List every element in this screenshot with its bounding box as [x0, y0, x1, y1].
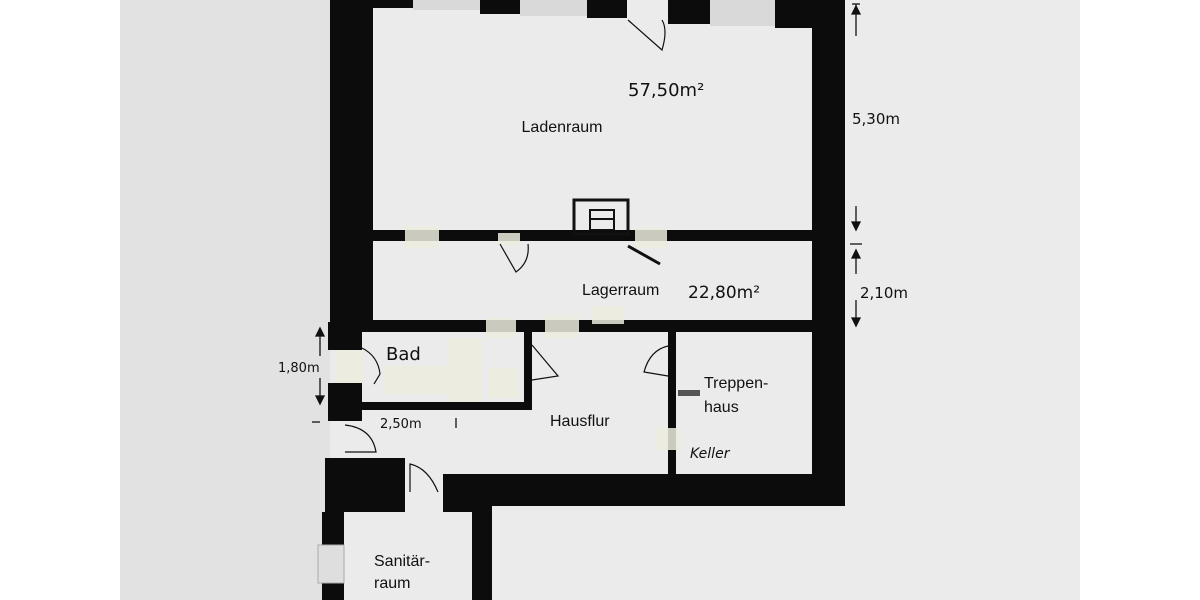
wall-bad-bottom	[362, 402, 532, 410]
door-laden-lager	[499, 243, 529, 273]
room-label-lagerraum: Lagerraum	[582, 282, 659, 299]
tape-9	[656, 428, 680, 450]
outer-wall-bottom-left	[325, 458, 405, 512]
outer-wall-left-upper	[330, 0, 373, 322]
outer-wall-top-a	[373, 0, 413, 8]
room-label-hausflur: Hausflur	[550, 413, 610, 430]
wall-stub-bottom	[443, 488, 473, 512]
stair-marker	[678, 390, 700, 396]
area-label-ladenraum: 57,50m²	[628, 80, 704, 101]
tape-2	[635, 228, 667, 248]
room-label-sanitaer-2: raum	[374, 575, 410, 592]
door-bad	[531, 344, 560, 381]
outer-wall-top-c	[587, 0, 627, 18]
tape-8	[384, 366, 478, 394]
door-top	[627, 19, 666, 52]
outer-wall-left-lower	[328, 383, 362, 421]
wall-treppenhaus	[668, 332, 676, 474]
room-label-treppenhaus-2: haus	[704, 399, 739, 416]
tape-4	[545, 316, 579, 338]
wall-sanitaer-right	[472, 506, 492, 600]
window-top-1	[413, 0, 480, 10]
room-label-treppenhaus-1: Treppen-	[704, 375, 768, 392]
oven-symbol	[572, 198, 630, 236]
room-label-sanitaer-1: Sanitär-	[374, 553, 430, 570]
tape-11	[498, 233, 520, 245]
outer-wall-top-d	[668, 0, 710, 24]
window-top-2	[520, 0, 587, 16]
door-treppenhaus	[643, 345, 669, 377]
tape-3	[486, 318, 516, 338]
outer-wall-left-mid	[328, 322, 362, 350]
dimension-bad-width: 2,50m	[380, 417, 422, 432]
door-entrance	[344, 424, 377, 453]
window-sanitaer	[317, 544, 345, 584]
dimension-ladenraum-depth: 5,30m	[852, 110, 900, 128]
dimension-arrows-left	[312, 326, 326, 423]
area-label-lagerraum: 22,80m²	[688, 283, 760, 303]
outer-wall-bottom	[443, 474, 845, 506]
tape-10	[336, 350, 364, 383]
wall-bad-right	[524, 332, 532, 410]
paper-shadow-left	[120, 0, 330, 600]
outer-wall-top-b	[480, 0, 520, 14]
window-top-3	[710, 0, 775, 26]
tape-5	[592, 306, 624, 324]
dimension-arrows-right	[850, 3, 862, 328]
tape-1	[405, 226, 439, 248]
door-lager-stub	[627, 244, 661, 266]
door-sanitaer	[409, 463, 439, 493]
outer-wall-right	[812, 0, 845, 506]
room-label-keller: Keller	[690, 446, 731, 462]
wall-lager-flur	[362, 320, 812, 332]
outer-wall-top-e	[775, 0, 815, 28]
room-label-ladenraum: Ladenraum	[522, 119, 603, 136]
dimension-lagerraum-depth: 2,10m	[860, 284, 908, 302]
tape-7	[488, 368, 518, 398]
dimension-bad-height: 1,80m	[278, 361, 320, 376]
room-label-bad: Bad	[386, 344, 421, 365]
door-bad-left	[361, 347, 381, 385]
